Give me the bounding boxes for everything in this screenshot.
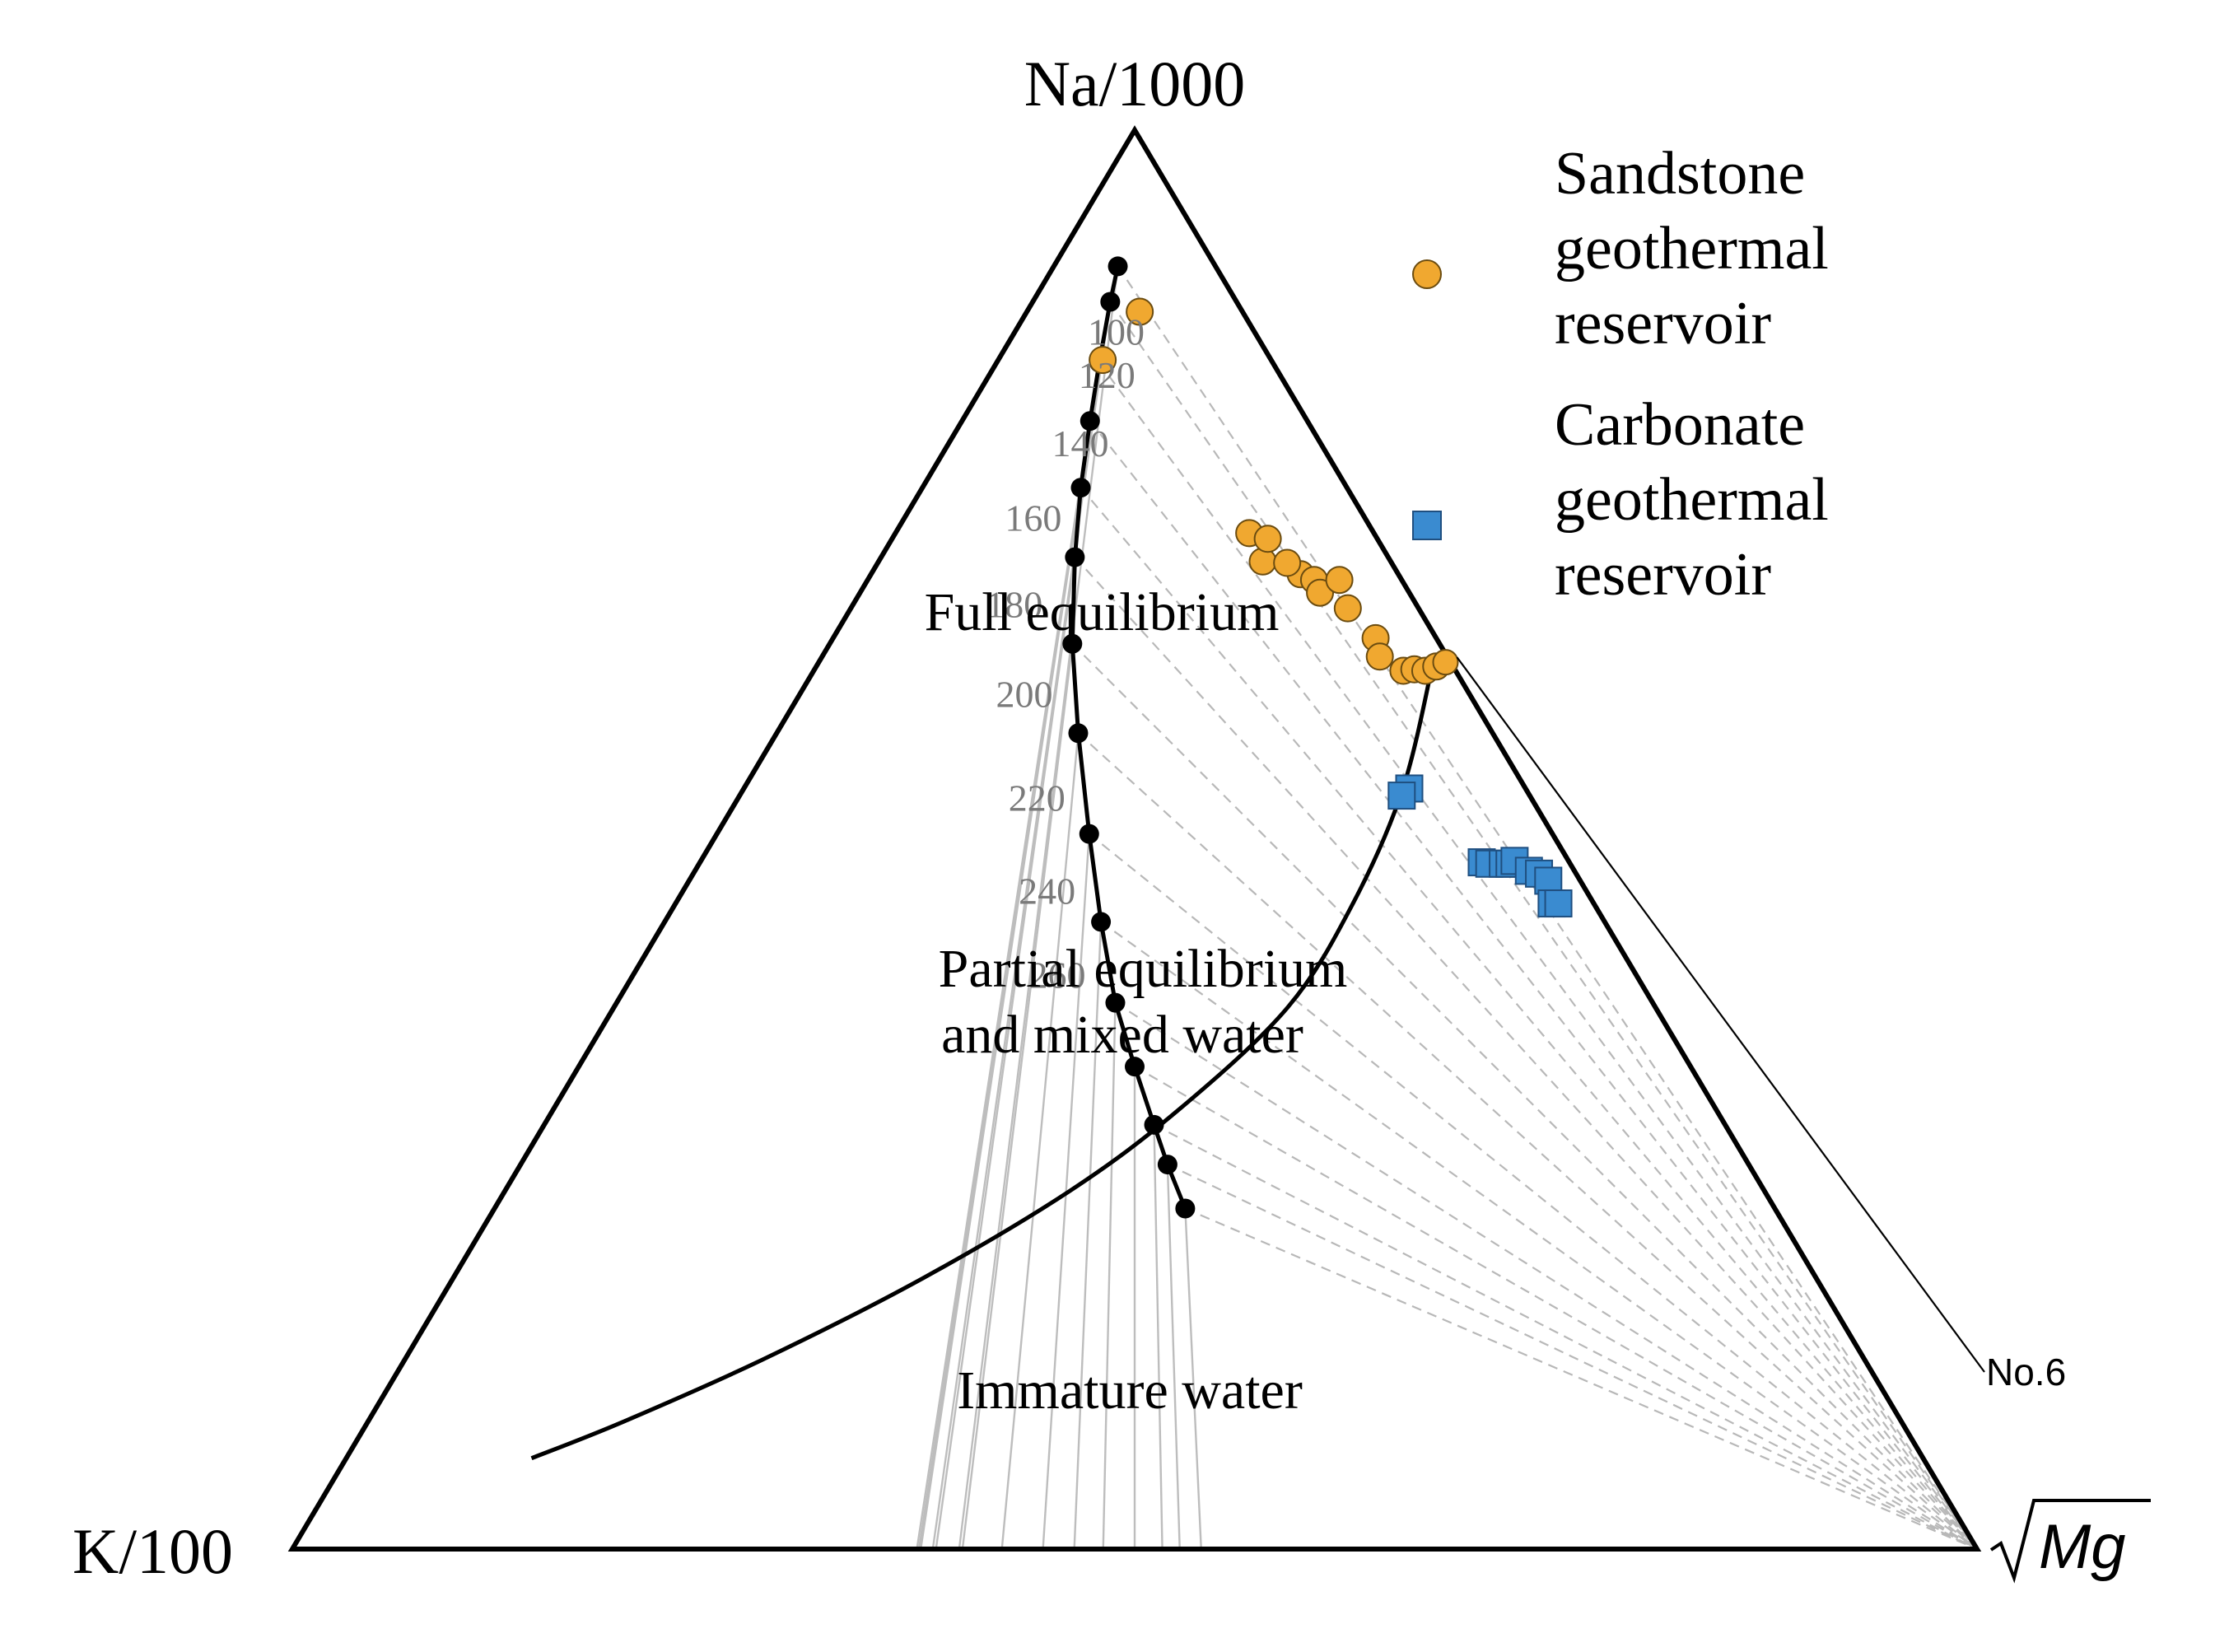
isotherm-node bbox=[1108, 256, 1128, 277]
region-label-immature: Immature water bbox=[957, 1360, 1303, 1421]
isotherm-line bbox=[961, 643, 1074, 1550]
region-label-mixed: and mixed water bbox=[941, 1005, 1303, 1065]
mg-ratio-line bbox=[1077, 732, 1978, 1550]
legend-label: Carbonate bbox=[1555, 391, 1805, 459]
isotherm-node bbox=[1070, 478, 1091, 498]
carbonate-point bbox=[1544, 889, 1573, 918]
region-label-partial: Partial equilibrium bbox=[939, 939, 1348, 999]
mg-ratio-line bbox=[1109, 301, 1978, 1550]
mg-ratio-line bbox=[1134, 1066, 1978, 1550]
isotherm-node bbox=[1091, 912, 1112, 932]
isotherm-label: 160 bbox=[1005, 497, 1061, 539]
isotherm-line bbox=[958, 266, 1119, 1550]
immature-water-line bbox=[530, 654, 1437, 1461]
sandstone-point bbox=[1248, 547, 1277, 576]
isotherm-label: 240 bbox=[1019, 870, 1075, 912]
isotherm-node bbox=[1157, 1155, 1177, 1175]
vertex-label-k: K/100 bbox=[72, 1515, 233, 1587]
mg-ratio-line bbox=[1167, 1164, 1978, 1550]
isotherm-node bbox=[1144, 1114, 1164, 1135]
isotherm-node bbox=[1065, 547, 1085, 567]
sandstone-point bbox=[1126, 297, 1154, 326]
isotherm-line bbox=[935, 557, 1076, 1550]
isotherm-label: 260 bbox=[1028, 954, 1085, 996]
sqrt-radical-icon bbox=[1989, 1499, 2151, 1584]
legend-label: geothermal bbox=[1555, 466, 1829, 534]
isotherm-label: 100 bbox=[1088, 311, 1145, 353]
annotated-point-no6 bbox=[1432, 649, 1459, 676]
mg-ratio-line bbox=[1074, 556, 1978, 1550]
isotherm-node bbox=[1062, 633, 1083, 654]
legend-label: reservoir bbox=[1555, 541, 1771, 609]
sandstone-point bbox=[1306, 578, 1335, 607]
isotherm-node bbox=[1079, 824, 1099, 844]
mg-ratio-line bbox=[1089, 420, 1978, 1550]
mg-ratio-line bbox=[1117, 265, 1978, 1550]
isotherm-label: 120 bbox=[1079, 354, 1135, 396]
isotherm-line bbox=[1153, 1124, 1163, 1550]
isotherm-grid bbox=[916, 265, 1978, 1551]
legend-marker-sandstone bbox=[1412, 259, 1442, 289]
vertex-label-mg: Mg bbox=[2039, 1512, 2126, 1582]
data-points bbox=[1089, 297, 1985, 1373]
isotherm-line bbox=[1000, 733, 1080, 1550]
isotherm-node bbox=[1175, 1198, 1196, 1219]
triangle-frame bbox=[287, 125, 1982, 1552]
isotherm-node bbox=[1125, 1057, 1145, 1077]
sandstone-point bbox=[1253, 525, 1282, 553]
mg-ratio-line bbox=[1114, 1001, 1978, 1550]
annotation-leader bbox=[1456, 656, 1985, 1373]
isotherm-label: 140 bbox=[1052, 422, 1109, 464]
legend-label: Sandstone bbox=[1555, 140, 1805, 208]
sandstone-point bbox=[1273, 548, 1302, 577]
isotherm-line bbox=[1184, 1208, 1202, 1550]
mg-ratio-line bbox=[1100, 921, 1978, 1550]
mg-ratio-line bbox=[1080, 487, 1978, 1550]
sandstone-point bbox=[1333, 594, 1362, 623]
sandstone-point bbox=[1365, 642, 1394, 671]
isotherm-node bbox=[1100, 292, 1121, 312]
isotherm-line bbox=[1073, 922, 1103, 1550]
equilibrium-curves bbox=[530, 256, 1437, 1461]
mg-ratio-line bbox=[1089, 833, 1978, 1550]
isotherm-node bbox=[1068, 723, 1089, 744]
mg-ratio-line bbox=[1154, 1123, 1978, 1550]
legend: SandstonegeothermalreservoirCarbonategeo… bbox=[1412, 140, 1829, 609]
isotherm-node bbox=[1080, 411, 1100, 432]
isotherm-label: 180 bbox=[986, 584, 1042, 626]
isotherm-line bbox=[1102, 1002, 1117, 1550]
carbonate-point bbox=[1387, 782, 1416, 810]
annotation-label: No.6 bbox=[1986, 1351, 2066, 1393]
legend-label: reservoir bbox=[1555, 290, 1771, 357]
region-label-full: Full equilibrium bbox=[925, 582, 1280, 642]
sandstone-point bbox=[1089, 346, 1117, 375]
sandstone-point bbox=[1325, 566, 1354, 595]
isotherm-label: 200 bbox=[996, 673, 1052, 715]
vertex-label-na: Na/1000 bbox=[1024, 48, 1246, 119]
mg-ratio-line bbox=[1184, 1207, 1978, 1551]
legend-marker-carbonate bbox=[1412, 511, 1442, 540]
isotherm-node bbox=[1105, 992, 1126, 1013]
triangle-outline bbox=[287, 125, 1982, 1552]
legend-label: geothermal bbox=[1555, 215, 1829, 282]
isotherm-label: 220 bbox=[1009, 777, 1066, 819]
isotherm-line bbox=[1166, 1164, 1181, 1550]
